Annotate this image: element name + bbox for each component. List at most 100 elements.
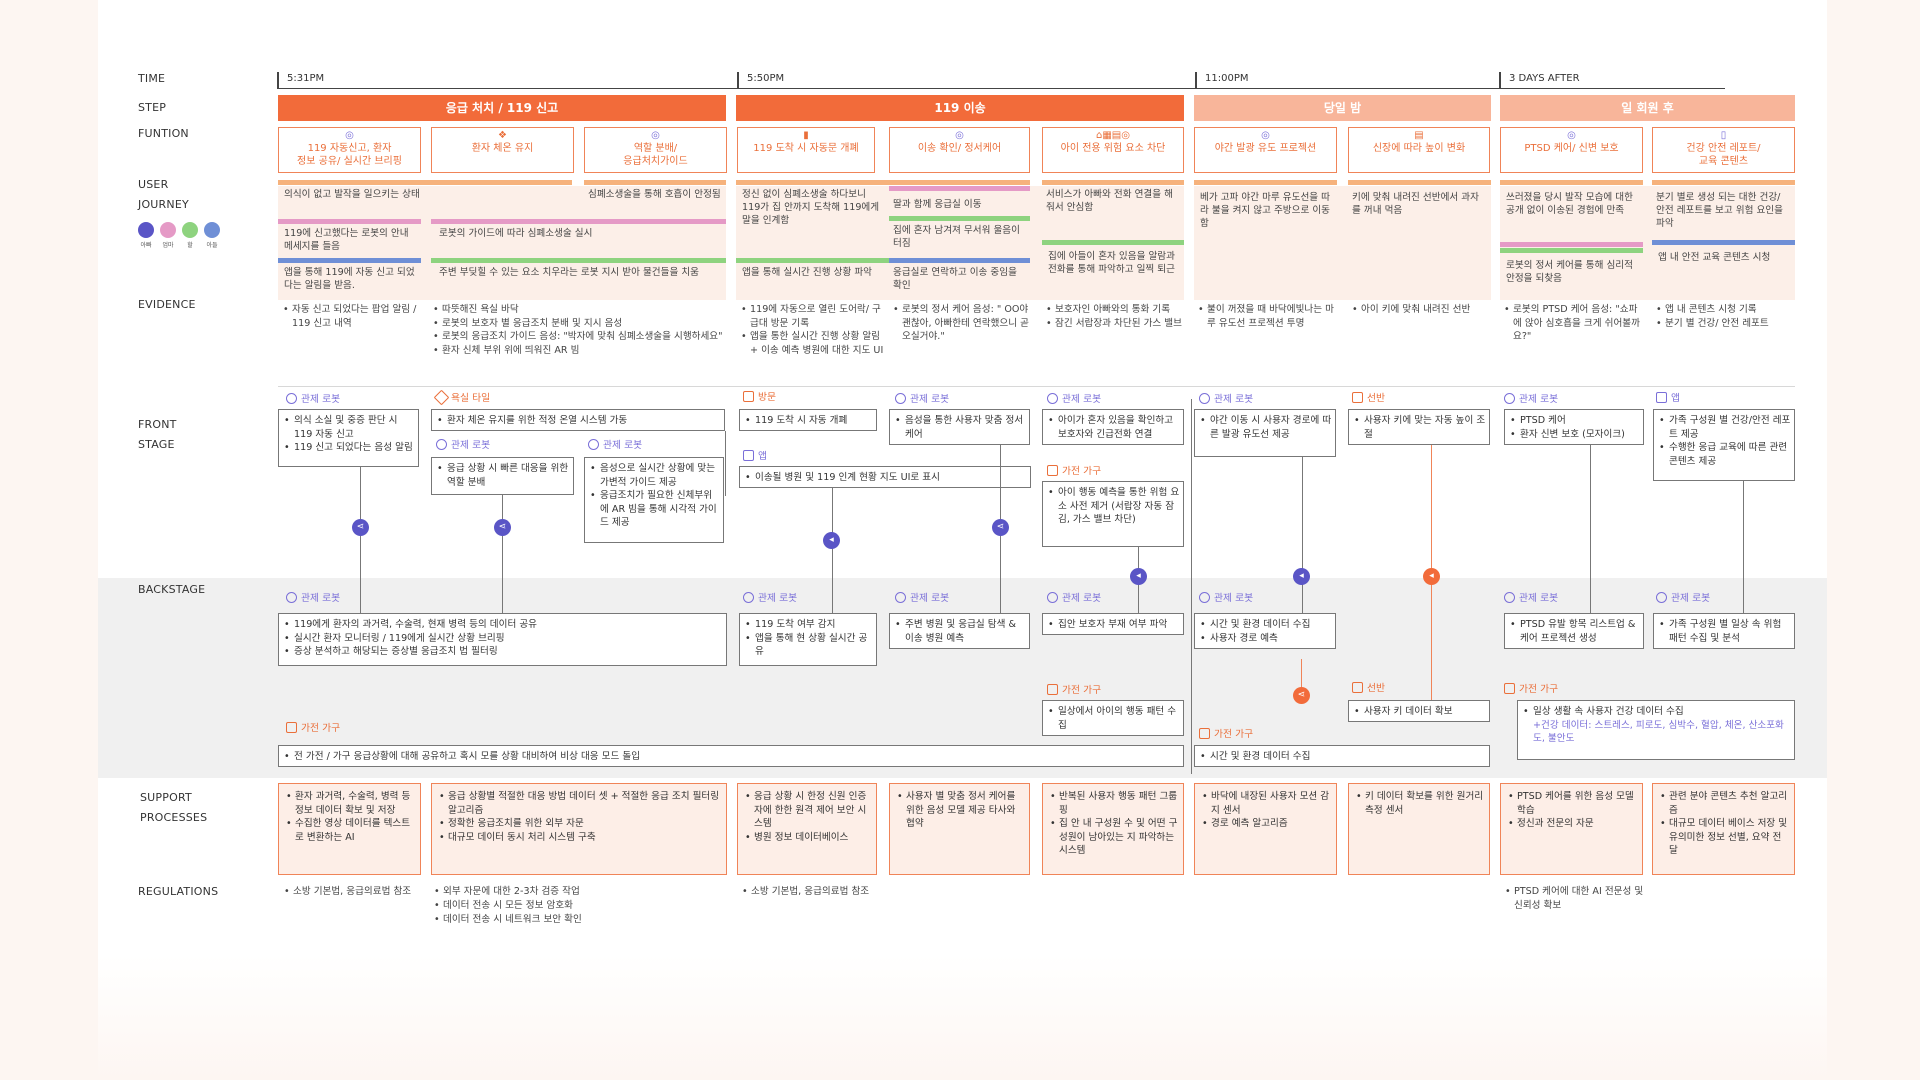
function-auto-door: ▮119 도착 시 자동문 개폐 — [737, 127, 875, 173]
regulation-item: 소방 기본법, 응급의료법 참조 — [739, 885, 879, 899]
back-box-2: 119 도착 여부 감지앱을 통해 현 상황 실시간 공유 — [739, 613, 877, 666]
journey-bar-kid-2 — [1042, 240, 1184, 245]
speaker-node-icon: ◂ — [1423, 568, 1440, 585]
journey-kid-2: 집에 아들이 혼자 있음을 알람과 전화를 통해 파악하고 일찍 퇴근 — [1044, 250, 1184, 276]
front-box-9: 아이 행동 예측을 통한 위험 요소 사전 제거 (서랍장 자동 잠김, 가스 … — [1042, 481, 1184, 547]
evidence-item: 아이 키에 맞춰 내려진 선반 — [1350, 303, 1492, 317]
share-node-icon: ⋖ — [352, 519, 369, 536]
support-item: 경로 예측 알고리즘 — [1199, 817, 1332, 831]
group-control-robot: 관제 로봇 — [286, 393, 340, 406]
connector-line — [1743, 481, 1744, 613]
group-control-robot: 관제 로봇 — [436, 439, 490, 452]
group-bath-tile: 욕실 타일 — [436, 392, 490, 405]
front-box-4: 음성으로 실시간 상황에 맞는 가변적 가이드 제공응급조치가 필요한 신체부위… — [584, 457, 724, 543]
support-item: 정확한 응급조치를 위한 외부 자문 — [436, 817, 722, 831]
regulation-item: 외부 자문에 대한 2-3차 검증 작업 — [431, 885, 727, 899]
journey-son-3: 앱을 통해 실시간 진행 상황 파악 — [738, 266, 886, 279]
journey-bar-mom-1 — [278, 219, 421, 224]
evidence-item: 앱 내 콘텐츠 시청 기록 — [1654, 303, 1796, 317]
row-label-evidence: EVIDENCE — [138, 295, 196, 315]
function-transport-care: ◎이송 확인/ 정서케어 — [889, 127, 1030, 173]
group-app: 앱 — [743, 450, 767, 463]
front-item: 환자 신변 보호 (모자이크) — [1508, 428, 1640, 442]
connector-line — [1191, 399, 1192, 774]
support-item: 병원 정보 데이터베이스 — [742, 831, 872, 845]
regulation-item: 소방 기본법, 응급의료법 참조 — [281, 885, 421, 899]
support-item: 환자 과거력, 수술력, 병력 등 정보 데이터 확보 및 저장 — [283, 790, 416, 817]
support-item: 응급 상황 시 한정 신원 인증자에 한한 원격 제어 보안 시스템 — [742, 790, 872, 831]
share-node-icon: ⋖ — [992, 519, 1009, 536]
front-box-2: 환자 체온 유지를 위한 적정 온열 시스템 가동 — [431, 409, 725, 431]
back-box-4: 집안 보호자 부재 여부 파악 — [1042, 613, 1184, 635]
evidence-item: 로봇의 응급조치 가이드 음성: "박자에 맞춰 심폐소생술을 시행하세요" — [431, 330, 727, 344]
connector-line — [1590, 445, 1591, 613]
shelf-icon — [1352, 682, 1363, 693]
support-box-8: PTSD 케어를 위한 음성 모델 학습정신과 전문의 자문 — [1500, 783, 1643, 875]
time-marker-3: 11:00PM — [1195, 72, 1248, 88]
front-box-10: 야간 이동 시 사용자 경로에 따른 발광 유도선 제공 — [1194, 409, 1336, 457]
function-night-projection: ◎야간 발광 유도 프로젝션 — [1194, 127, 1337, 173]
connector-line — [502, 495, 503, 613]
front-item: 아이 행동 예측을 통한 위험 요소 사전 제거 (서랍장 자동 잠김, 가스 … — [1046, 486, 1180, 527]
service-blueprint-board: TIME STEP FUNTION USER JOURNEY EVIDENCE … — [98, 0, 1827, 1080]
support-box-1: 환자 과거력, 수술력, 병력 등 정보 데이터 확보 및 저장수집한 영상 데… — [278, 783, 421, 875]
group-appliance: 가전 가구 — [1199, 728, 1253, 741]
time-marker-1: 5:31PM — [277, 72, 324, 88]
back-item: 증상 분석하고 해당되는 증상별 응급조치 법 필터링 — [282, 645, 723, 659]
regulation-item: 데이터 전송 시 모든 정보 암호화 — [431, 899, 727, 913]
front-item: 야간 이동 시 사용자 경로에 따른 발광 유도선 제공 — [1198, 414, 1332, 441]
group-appliance: 가전 가구 — [1047, 684, 1101, 697]
support-box-9: 관련 분야 콘텐츠 추천 알고리즘대규모 데이터 베이스 저장 및 유의미한 정… — [1652, 783, 1795, 875]
front-item: 환자 체온 유지를 위한 적정 온열 시스템 가동 — [435, 414, 721, 428]
back-item: PTSD 유발 항목 리스트업 & 케어 프로젝션 생성 — [1508, 618, 1640, 645]
evidence-list-4: 로봇의 정서 케어 음성: " OO야 괜찮아, 아빠한테 연락했으니 곧 오실… — [891, 303, 1031, 344]
support-item: 관련 분야 콘텐츠 추천 알고리즘 — [1657, 790, 1790, 817]
journey-dad-8: 쓰러졌을 당시 발작 모습에 대한 공개 없이 이송된 경험에 만족 — [1502, 191, 1642, 217]
house-icon — [286, 722, 297, 733]
support-box-7: 키 데이터 확보를 위한 원거리 측정 센서 — [1348, 783, 1490, 875]
persona-mom-avatar — [160, 222, 176, 238]
robot-icon — [1199, 393, 1210, 404]
step-same-night: 당일 밤 — [1194, 95, 1491, 121]
support-item: PTSD 케어를 위한 음성 모델 학습 — [1505, 790, 1638, 817]
step-emergency-report: 응급 처치 / 119 신고 — [278, 95, 726, 121]
journey-bar-dad-8 — [1500, 180, 1643, 185]
front-item: 119 도착 시 자동 개폐 — [743, 414, 873, 428]
back-item: 119 도착 여부 감지 — [743, 618, 873, 632]
journey-dad-1: 의식이 없고 발작을 일으키는 상태 — [280, 188, 570, 201]
evidence-item: 자동 신고 되었다는 팝업 알림 / 119 신고 내역 — [281, 303, 421, 330]
evidence-item: 로봇의 정서 케어 음성: " OO야 괜찮아, 아빠한테 연락했으니 곧 오실… — [891, 303, 1031, 344]
back-item: 실시간 환자 모니터링 / 119에게 실시간 상황 브리핑 — [282, 632, 723, 646]
house-icon — [1047, 684, 1058, 695]
front-item: 응급조치가 필요한 신체부위에 AR 빔을 통해 시각적 가이드 제공 — [588, 489, 720, 530]
shelf-icon — [1352, 392, 1363, 403]
back-item: 119에게 환자의 과거력, 수술력, 현재 병력 등의 데이터 공유 — [282, 618, 723, 632]
tile-icon — [434, 390, 450, 406]
group-control-robot: 관제 로봇 — [1047, 592, 1101, 605]
robot-icon — [588, 439, 599, 450]
back-item: 가족 구성원 별 일상 속 위험 패턴 수집 및 분석 — [1657, 618, 1791, 645]
robot-icon — [895, 393, 906, 404]
robot-icon — [1504, 592, 1515, 603]
regulation-list-4: PTSD 케어에 대한 AI 전문성 및 신뢰성 확보 — [1502, 885, 1644, 913]
evidence-list-7: 아이 키에 맞춰 내려진 선반 — [1350, 303, 1492, 317]
function-ptsd-care: ◎PTSD 케어/ 신변 보호 — [1500, 127, 1643, 173]
robot-icon — [436, 439, 447, 450]
robot-icon — [1047, 592, 1058, 603]
support-box-2: 응급 상황별 적절한 대응 방법 데이터 셋 + 적절한 응급 조치 필터링 알… — [431, 783, 727, 875]
front-item: 사용자 키에 맞는 자동 높이 조절 — [1352, 414, 1486, 441]
journey-son-2: 주변 부딪힐 수 있는 요소 치우라는 로봇 지시 받아 물건들을 치움 — [435, 266, 725, 279]
support-item: 집 안 내 구성원 수 및 어떤 구성원이 남아있는 지 파악하는 시스템 — [1047, 817, 1179, 858]
function-child-hazard: ⌂▦▤◎아이 전용 위험 요소 차단 — [1042, 127, 1184, 173]
back-box-11: 전 가전 / 가구 응급상황에 대해 공유하고 혹시 모를 상황 대비하여 비상… — [278, 745, 1184, 767]
function-health-report: ▯건강 안전 레포트/교육 콘텐츠 — [1652, 127, 1795, 173]
evidence-list-5: 보호자인 아빠와의 통화 기록잠긴 서랍장과 차단된 가스 밸브 — [1044, 303, 1184, 330]
journey-bar-dad-2 — [584, 180, 726, 185]
back-box-6: 시간 및 환경 데이터 수집사용자 경로 예측 — [1194, 613, 1336, 649]
journey-bar-son-1 — [278, 258, 421, 263]
journey-dad-9: 분기 별로 생성 되는 대한 건강/ 안전 레포트를 보고 위험 요인을 파악 — [1652, 191, 1794, 230]
diamond-icon: ❖ — [432, 130, 573, 142]
journey-bar-kid-3 — [1500, 248, 1643, 253]
evidence-item: 보호자인 아빠와의 통화 기록 — [1044, 303, 1184, 317]
group-appliance: 가전 가구 — [1504, 683, 1558, 696]
